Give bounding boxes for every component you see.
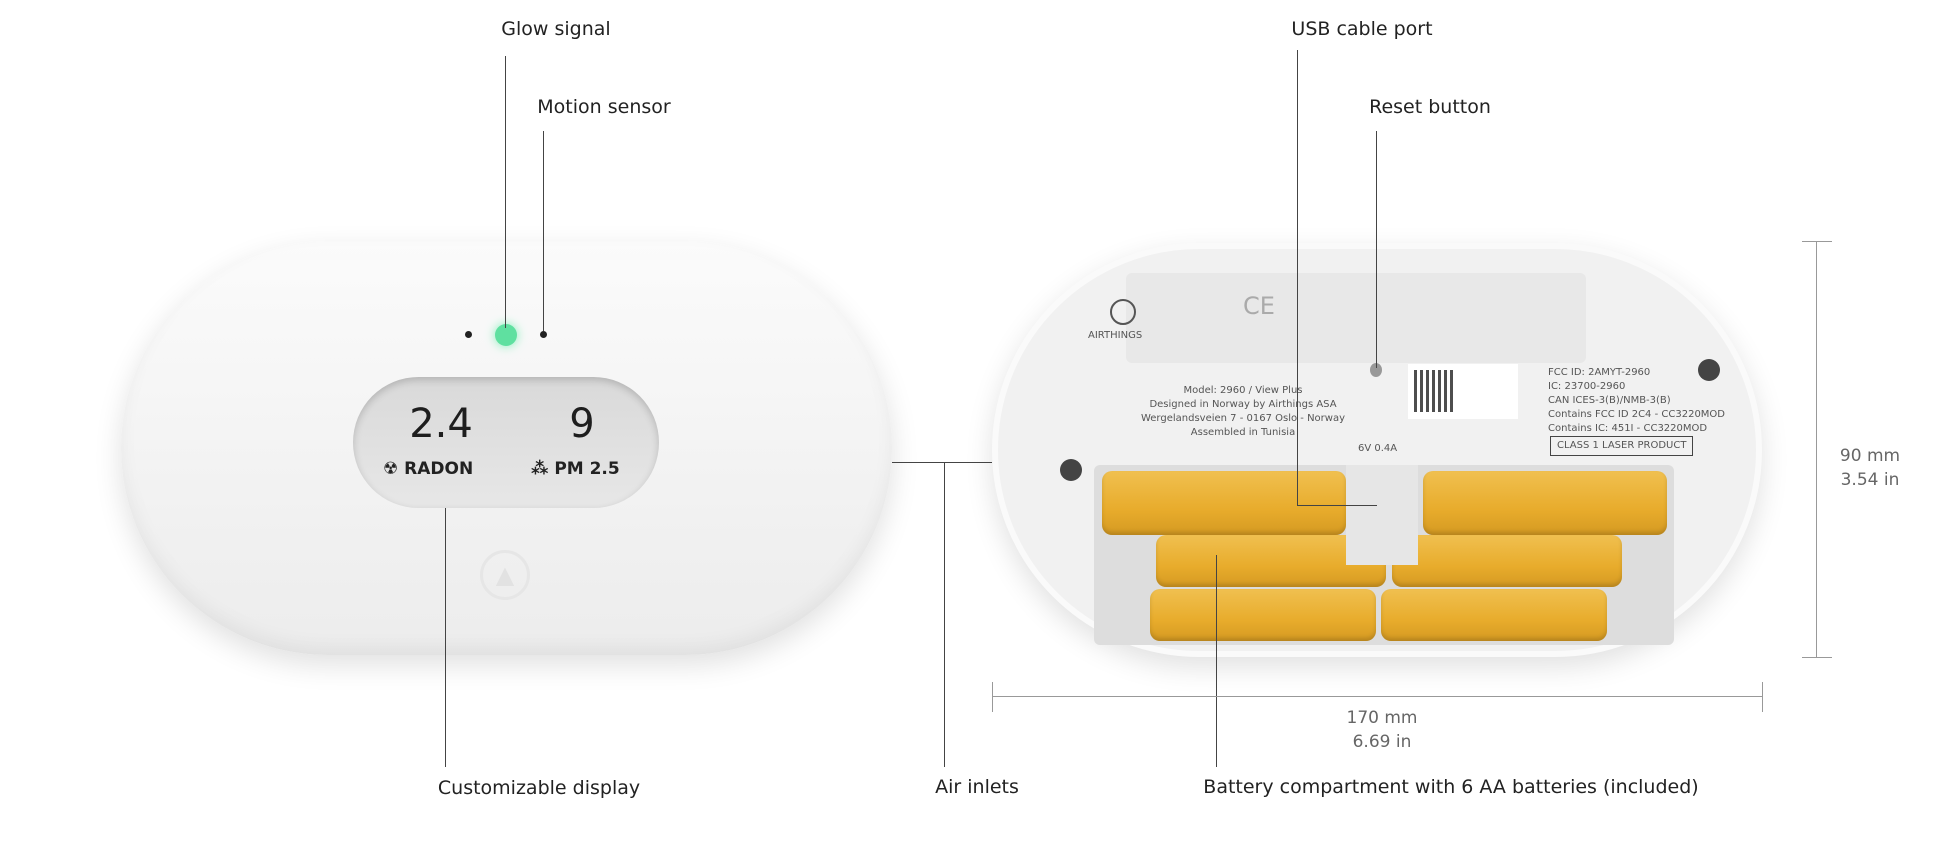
callout-air-inlets: Air inlets bbox=[935, 776, 1019, 798]
motion-sensor-dot bbox=[540, 331, 547, 338]
leader-display bbox=[445, 508, 446, 767]
model-info: Model: 2960 / View Plus Designed in Norw… bbox=[1140, 385, 1346, 438]
width-tick bbox=[1762, 682, 1763, 712]
leader-air-inlets bbox=[944, 462, 945, 767]
airthings-logo-icon bbox=[1110, 299, 1136, 325]
ce-mark: CE bbox=[1243, 292, 1275, 320]
pm-value: 9 bbox=[569, 401, 595, 447]
callout-usb-port: USB cable port bbox=[1291, 18, 1433, 40]
leader-air-inlets-h bbox=[892, 462, 992, 463]
battery bbox=[1423, 471, 1667, 535]
height-dimension-line bbox=[1816, 241, 1817, 657]
leader-usb-h bbox=[1297, 505, 1377, 506]
power-rating: 6V 0.4A bbox=[1358, 443, 1398, 454]
radon-value: 2.4 bbox=[409, 401, 473, 447]
glow-signal-led bbox=[495, 324, 517, 346]
callout-battery: Battery compartment with 6 AA batteries … bbox=[1203, 776, 1699, 798]
leader-glow bbox=[505, 56, 506, 328]
cert-info: FCC ID: 2AMYT-2960 IC: 23700-2960 CAN IC… bbox=[1548, 367, 1726, 434]
airthings-logo-icon: ▲ bbox=[480, 550, 530, 600]
callout-motion-sensor: Motion sensor bbox=[537, 96, 671, 118]
screw-hole bbox=[1698, 359, 1720, 381]
display-screen: 2.4 9 ☢ RADON ⁂ PM 2.5 bbox=[353, 377, 659, 508]
reset-button[interactable] bbox=[1370, 363, 1382, 377]
brand-text: AIRTHINGS bbox=[1088, 330, 1143, 341]
label-plate bbox=[1126, 273, 1586, 363]
width-dimension-line bbox=[992, 696, 1762, 697]
callout-display: Customizable display bbox=[437, 777, 641, 799]
radon-icon: ☢ bbox=[383, 459, 405, 479]
screw-hole bbox=[1060, 459, 1082, 481]
radon-label: ☢ RADON bbox=[383, 459, 474, 479]
callout-reset-button: Reset button bbox=[1369, 96, 1491, 118]
battery bbox=[1381, 589, 1607, 641]
width-label: 170 mm 6.69 in bbox=[1346, 708, 1418, 752]
battery bbox=[1102, 471, 1346, 535]
pm-label: ⁂ PM 2.5 bbox=[531, 459, 620, 479]
leader-battery bbox=[1216, 555, 1217, 767]
back-device: AIRTHINGS CE Model: 2960 / View Plus Des… bbox=[992, 243, 1762, 657]
callout-glow-signal: Glow signal bbox=[501, 18, 611, 40]
qr-sticker bbox=[1408, 364, 1518, 419]
particles-icon: ⁂ bbox=[531, 459, 555, 479]
battery bbox=[1150, 589, 1376, 641]
laser-label: CLASS 1 LASER PRODUCT bbox=[1550, 436, 1694, 456]
height-tick bbox=[1802, 657, 1832, 658]
battery bbox=[1392, 535, 1622, 587]
width-tick bbox=[992, 682, 993, 712]
height-label: 90 mm 3.54 in bbox=[1839, 446, 1901, 490]
leader-reset bbox=[1376, 131, 1377, 368]
usb-port bbox=[1346, 465, 1418, 565]
leader-usb bbox=[1297, 50, 1298, 505]
motion-sensor-dot bbox=[465, 331, 472, 338]
leader-motion bbox=[543, 131, 544, 331]
height-tick bbox=[1802, 241, 1832, 242]
